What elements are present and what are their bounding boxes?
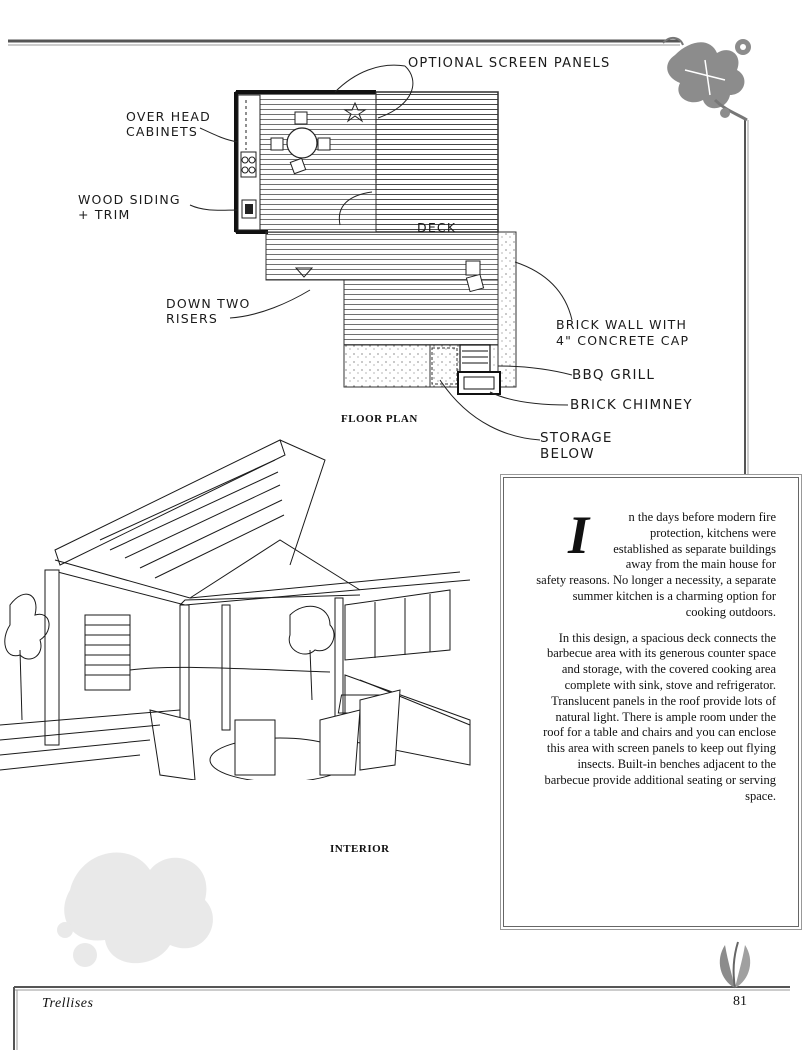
label-wood-siding-2: + TRIM [78, 207, 131, 222]
label-storage-1: STORAGE [540, 430, 613, 446]
article-paragraph-1: n the days before modern fire protection… [536, 510, 776, 619]
label-wood-siding-1: WOOD SIDING [78, 192, 181, 207]
label-down-two-risers-1: DOWN TWO [166, 296, 251, 311]
label-storage-2: BELOW [540, 446, 595, 462]
label-brick-wall-2: 4" CONCRETE CAP [556, 333, 690, 348]
label-brick-wall-1: BRICK WALL WITH [556, 317, 688, 332]
footer-page-number: 81 [733, 994, 747, 1009]
label-deck: DECK [417, 220, 457, 235]
label-brick-chimney: BRICK CHIMNEY [570, 397, 693, 413]
article-paragraph-2: In this design, a spacious deck connects… [543, 630, 776, 803]
drop-cap: I [568, 505, 590, 565]
footer-book-title: Trellises [42, 996, 94, 1011]
label-optional-screen-panels: OPTIONAL SCREEN PANELS [408, 56, 611, 71]
label-bbq-grill: BBQ GRILL [572, 367, 656, 383]
floor-plan-drawing [189, 64, 573, 441]
label-overhead-cabinets-1: OVER HEAD [126, 109, 212, 124]
leaf-watermark [57, 852, 213, 967]
label-overhead-cabinets-2: CABINETS [126, 124, 198, 139]
label-down-two-risers-2: RISERS [166, 311, 219, 326]
floor-plan-caption: FLOOR PLAN [341, 413, 418, 425]
leaf-ornament-top [662, 37, 751, 122]
plant-ornament-bottom [719, 941, 751, 989]
interior-caption: INTERIOR [330, 843, 390, 855]
interior-sketch [0, 439, 471, 780]
article-text-box: I n the days before modern fire protecti… [503, 477, 799, 927]
